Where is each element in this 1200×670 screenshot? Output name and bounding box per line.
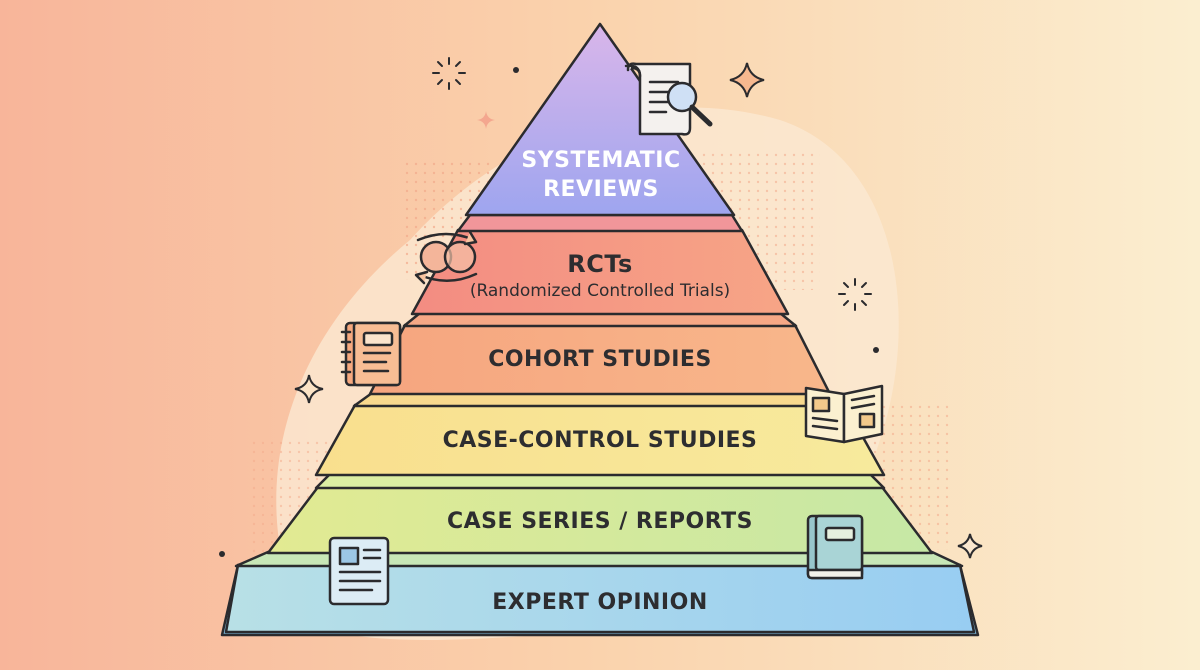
star-icon — [729, 62, 765, 98]
star-icon — [294, 374, 324, 404]
tier-cohort: COHORT STUDIES — [368, 323, 832, 396]
star-icon — [957, 533, 983, 559]
tier-rcts: RCTs (Randomized Controlled Trials) — [410, 228, 790, 316]
open-book-icon — [804, 384, 884, 444]
star-icon — [477, 111, 495, 129]
sparkle-burst-icon — [432, 57, 466, 90]
document-magnifier-icon — [624, 62, 713, 136]
tier-label-cohort: COHORT STUDIES — [488, 347, 712, 372]
closed-book-icon — [806, 514, 864, 580]
tier-ledge — [456, 213, 744, 233]
sparkle-burst-icon — [838, 278, 872, 311]
dot-icon — [219, 551, 225, 557]
apex-label-line1: SYSTEMATIC — [521, 148, 680, 173]
tier-label-case-series: CASE SERIES / REPORTS — [447, 509, 753, 534]
tier-label-expert-opinion: EXPERT OPINION — [492, 590, 707, 615]
tier-systematic-reviews: SYSTEMATIC REVIEWS — [464, 22, 736, 217]
dot-icon — [873, 347, 879, 353]
tier-case-control: CASE-CONTROL STUDIES — [314, 403, 886, 477]
apex-label-line2: REVIEWS — [543, 177, 659, 202]
tier-case-series: CASE SERIES / REPORTS — [266, 485, 934, 555]
tier-label-case-control: CASE-CONTROL STUDIES — [443, 428, 758, 453]
tier-label-rcts: RCTs — [567, 250, 633, 278]
dot-icon — [513, 67, 519, 73]
notebook-icon — [340, 321, 402, 387]
tier-sublabel-rcts: (Randomized Controlled Trials) — [470, 281, 730, 301]
newspaper-icon — [328, 536, 390, 606]
linked-rings-cycle-icon — [414, 230, 478, 285]
